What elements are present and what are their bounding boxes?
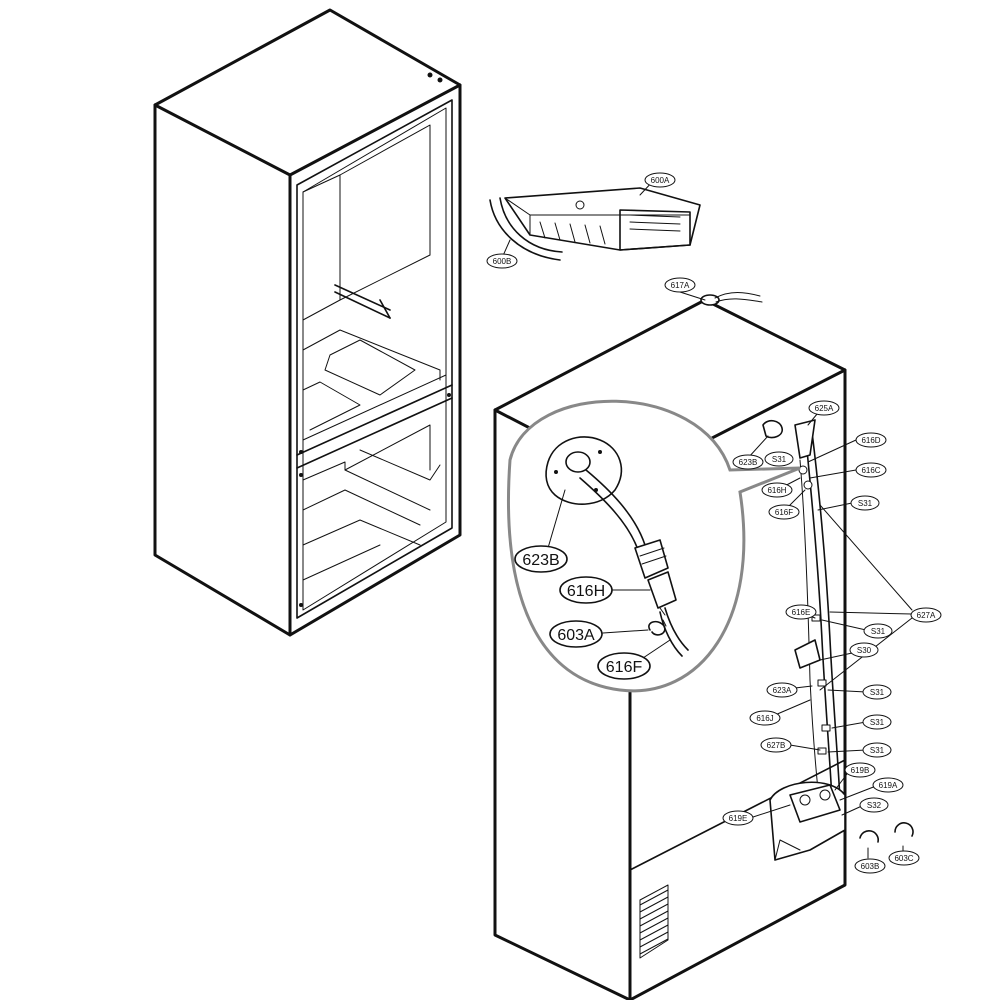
label-619E: 619E — [722, 810, 754, 826]
label-616E: 616E — [785, 604, 817, 620]
part-labels: 600A 600B 617A 625A 616D 623B S31 616C 6… — [486, 172, 942, 874]
label-S31-d: S31 — [862, 684, 892, 700]
svg-text:623B: 623B — [739, 458, 758, 467]
svg-text:603B: 603B — [861, 862, 880, 871]
svg-text:S32: S32 — [867, 801, 882, 810]
svg-text:619A: 619A — [879, 781, 898, 790]
svg-text:619B: 619B — [851, 766, 870, 775]
label-616F-small: 616F — [768, 504, 800, 520]
label-600A: 600A — [644, 172, 676, 188]
label-627A: 627A — [910, 607, 942, 623]
label-S31-c: S31 — [863, 623, 893, 639]
svg-text:617A: 617A — [671, 281, 690, 290]
label-616C: 616C — [855, 462, 887, 478]
svg-text:616E: 616E — [792, 608, 811, 617]
svg-text:S31: S31 — [870, 718, 885, 727]
svg-text:616H: 616H — [567, 583, 605, 600]
label-603C: 603C — [888, 850, 920, 866]
vent-grille — [639, 884, 669, 959]
svg-text:616F: 616F — [606, 659, 643, 676]
label-S31-b: S31 — [850, 495, 880, 511]
svg-text:S31: S31 — [870, 688, 885, 697]
svg-text:S31: S31 — [871, 627, 886, 636]
svg-text:623A: 623A — [773, 686, 792, 695]
label-S31-a: S31 — [764, 451, 794, 467]
label-625A: 625A — [808, 400, 840, 416]
detail-label-623B: 623B — [514, 545, 568, 573]
svg-text:623B: 623B — [522, 552, 559, 569]
detail-callout — [507, 399, 801, 693]
svg-text:S30: S30 — [857, 646, 872, 655]
label-616H-small: 616H — [761, 482, 793, 498]
icemaker-assembly — [489, 187, 701, 261]
water-valve — [769, 781, 846, 861]
label-619A: 619A — [872, 777, 904, 793]
label-619B: 619B — [844, 762, 876, 778]
label-S31-e: S31 — [862, 714, 892, 730]
label-603B: 603B — [854, 858, 886, 874]
label-S32: S32 — [859, 797, 889, 813]
detail-label-603A: 603A — [549, 620, 603, 648]
svg-text:616J: 616J — [756, 714, 773, 723]
detail-label-616F: 616F — [597, 652, 651, 680]
detail-labels: 623B 616H 603A 616F — [514, 545, 651, 680]
svg-text:600A: 600A — [651, 176, 670, 185]
label-623A: 623A — [766, 682, 798, 698]
svg-text:603A: 603A — [557, 627, 595, 644]
svg-text:619E: 619E — [729, 814, 748, 823]
svg-text:627A: 627A — [917, 611, 936, 620]
label-600B: 600B — [486, 253, 518, 269]
label-S31-f: S31 — [862, 742, 892, 758]
detail-label-616H: 616H — [559, 576, 613, 604]
svg-text:627B: 627B — [767, 741, 786, 750]
svg-text:S31: S31 — [870, 746, 885, 755]
cabinet-front-view — [153, 8, 462, 637]
svg-text:600B: 600B — [493, 257, 512, 266]
svg-text:S31: S31 — [772, 455, 787, 464]
svg-text:616H: 616H — [767, 486, 786, 495]
svg-text:616C: 616C — [861, 466, 880, 475]
label-616J: 616J — [749, 710, 781, 726]
svg-text:S31: S31 — [858, 499, 873, 508]
svg-text:625A: 625A — [815, 404, 834, 413]
svg-text:616F: 616F — [775, 508, 793, 517]
label-627B: 627B — [760, 737, 792, 753]
label-623B-small: 623B — [732, 454, 764, 470]
label-616D: 616D — [855, 432, 887, 448]
label-617A: 617A — [664, 277, 696, 293]
svg-text:603C: 603C — [894, 854, 913, 863]
svg-text:616D: 616D — [861, 436, 880, 445]
label-S30: S30 — [849, 642, 879, 658]
